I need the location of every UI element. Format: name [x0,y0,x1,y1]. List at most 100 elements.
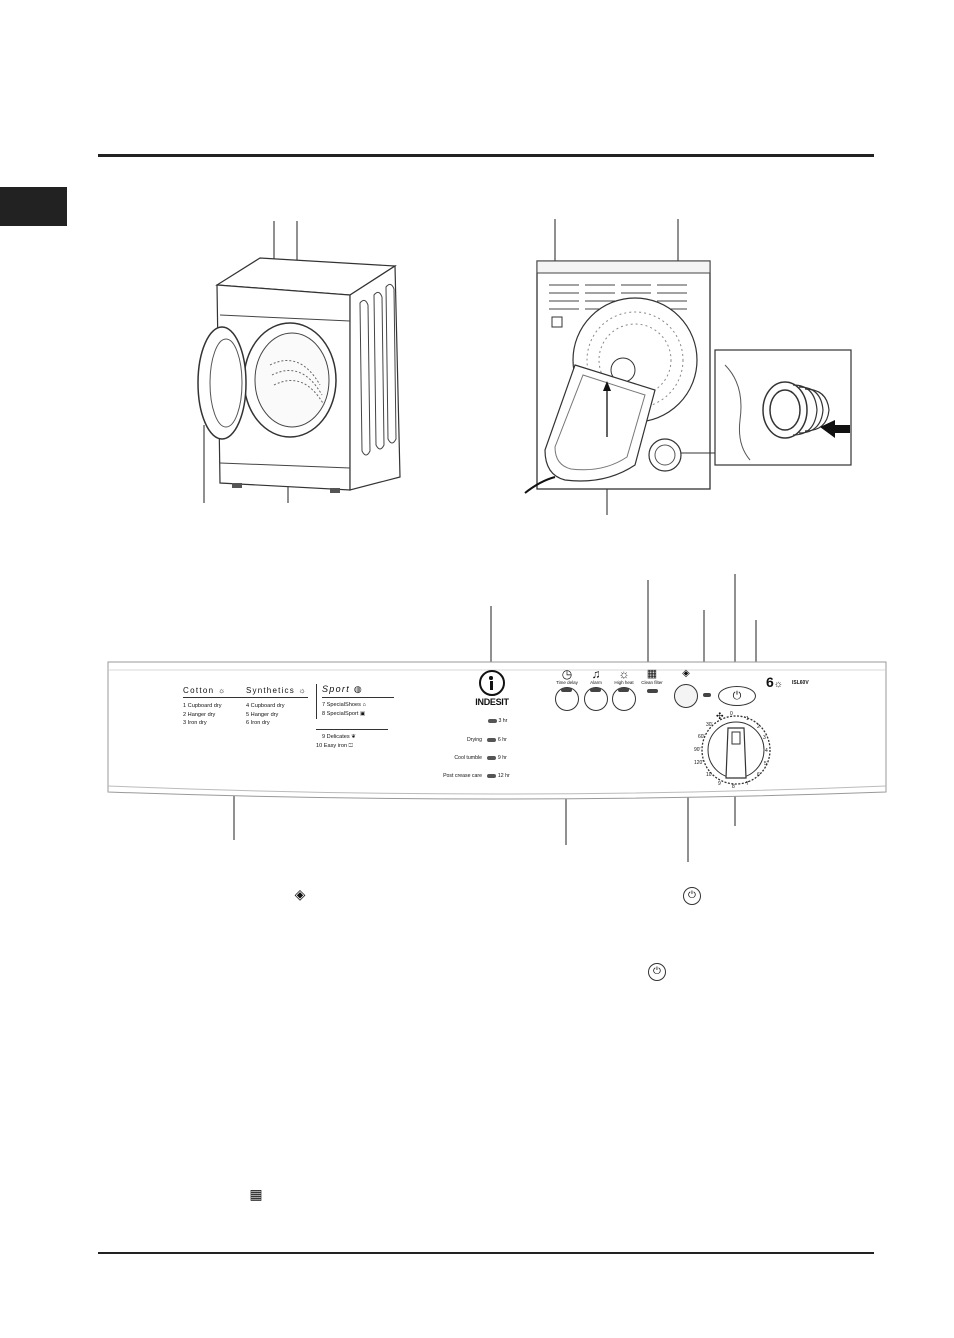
ball-icon: ◍ [353,684,363,694]
cotton-header-label: Cotton [183,686,215,695]
sun-icon: ☼ [618,667,630,681]
sport-header-label: Sport [322,684,351,694]
filter-icon: ▦ [249,1186,263,1202]
synthetics-header-label: Synthetics [246,686,295,695]
sun-icon: ☼ [217,686,227,695]
iron-icon: ⏍ [348,743,353,749]
on-off-icon-2: ⏻ [648,963,666,981]
cotton-items: 1 Cupboard dry 2 Hanger dry 3 Iron dry [183,702,253,728]
synthetics-program-group: Synthetics ☼ 4 Cupboard dry 5 Hanger dry… [246,686,308,728]
delay-label: 9 hr [497,755,507,761]
clean-filter-label: Clean filter [641,680,663,685]
time-delay-option: ◷ Time delay [552,668,582,711]
capacity-badge: 6☼ [766,674,783,690]
high-heat-option: ☼ High heat [609,668,639,711]
delay-label: 3 hr [498,718,508,724]
delay-label: 12 hr [497,773,510,779]
fan-icon: ✣ [716,711,724,721]
sun-icon: ☼ [298,686,307,695]
on-off-button[interactable]: ⏻ [718,686,756,706]
dial-number: 1 [746,716,749,722]
alarm-option: ♫ Alarm [581,668,611,711]
program-item-label: 10 Easy iron [316,743,348,749]
program-item[interactable]: 4 Cupboard dry [246,703,285,709]
start-control: ◈ [674,668,698,708]
brand-name: INDESIT [475,697,509,707]
dial-minute: 120' [694,760,704,766]
cotton-program-group: Cotton ☼ 1 Cupboard dry 2 Hanger dry 3 I… [183,686,253,728]
led-indicator [487,755,497,760]
program-item[interactable]: 2 Hanger dry [183,711,216,718]
time-delay-button[interactable] [555,687,579,711]
high-heat-label: High heat [614,680,634,685]
led-indicator [646,689,658,693]
header-rule [98,154,874,157]
status-label: Post crease care [443,773,482,779]
clock-icon: ◷ [561,667,573,681]
delay-label: 6 hr [497,737,507,743]
delicates-icon: ❦ [351,734,356,740]
sport-program-group: Sport ◍ 7 SpecialShoes ⌂ 8 SpecialSport … [316,684,394,719]
dial-number: 2 [757,724,760,730]
high-heat-button[interactable] [612,687,636,711]
dryer-front-illustration [197,221,401,503]
shoe-icon: ⌂ [362,702,366,708]
led-indicator [487,737,497,742]
program-item[interactable]: 8 SpecialSport ▣ [322,710,394,719]
dial-number: 8 [732,784,735,790]
on-off-icon: ⏻ [732,690,742,702]
filter-icon: ▦ [646,668,658,680]
status-row: Drying 6 hr [430,737,530,743]
clean-filter-indicator: ▦ Clean filter [638,668,666,693]
alarm-label: Alarm [590,680,602,685]
start-icon: ◈ [682,668,690,679]
capacity-number: 6 [766,674,774,690]
sport-items: 7 SpecialShoes ⌂ 8 SpecialSport ▣ [322,701,394,719]
start-button[interactable] [674,684,698,708]
on-off-icon: ⏻ [683,887,701,905]
dial-number: 4 [765,748,768,754]
program-item[interactable]: 1 Cupboard dry [183,703,222,709]
program-item[interactable]: 9 Delicates ❦ [316,733,388,742]
dial-number: 6 [757,772,760,778]
program-item[interactable]: 3 Iron dry [183,720,207,726]
status-label: Drying [467,737,482,743]
synthetics-header: Synthetics ☼ [246,686,308,698]
sport-header: Sport ◍ [322,684,394,698]
delay-row: 3 hr [488,718,507,724]
program-item-label: 8 SpecialSport [322,711,359,717]
dial-number: 9 [718,781,721,787]
model-name: ISL60V [792,680,809,686]
programme-dial[interactable] [698,712,774,788]
program-item[interactable]: 7 SpecialShoes ⌂ [322,701,394,710]
status-label: Cool tumble [454,755,482,761]
language-tab [0,187,67,226]
led-indicator [487,773,497,778]
led-indicator [488,718,497,723]
sun-icon: ☼ [773,679,783,690]
dial-minute: 60' [698,734,705,740]
extra-program-group: 9 Delicates ❦ 10 Easy iron ⏍ [316,729,388,751]
cotton-header: Cotton ☼ [183,686,253,698]
brand-logo: INDESIT [472,670,512,707]
time-delay-label: Time delay [556,680,578,685]
dial-number: 5 [764,761,767,767]
program-item-label: 7 SpecialShoes [322,702,361,708]
alarm-button[interactable] [584,687,608,711]
program-item[interactable]: 10 Easy iron ⏍ [316,742,388,751]
shirt-icon: ▣ [359,711,366,717]
start-icon: ◈ [294,886,306,902]
dial-minute: 30' [706,722,713,728]
brand-logo-mark [479,670,505,696]
dial-number: 3 [763,735,766,741]
dryer-rear-illustration [524,219,852,515]
status-row: Cool tumble 9 hr [430,755,530,761]
dial-minute: 90' [694,747,701,753]
program-item[interactable]: 5 Hanger dry [246,711,279,718]
status-row: Post crease care 12 hr [430,773,530,779]
synthetics-items: 4 Cupboard dry 5 Hanger dry 6 Iron dry [246,702,308,728]
program-item-label: 9 Delicates [322,734,350,740]
dial-number: 10 [706,772,712,778]
led-indicator [703,693,711,697]
program-item[interactable]: 6 Iron dry [246,720,270,726]
